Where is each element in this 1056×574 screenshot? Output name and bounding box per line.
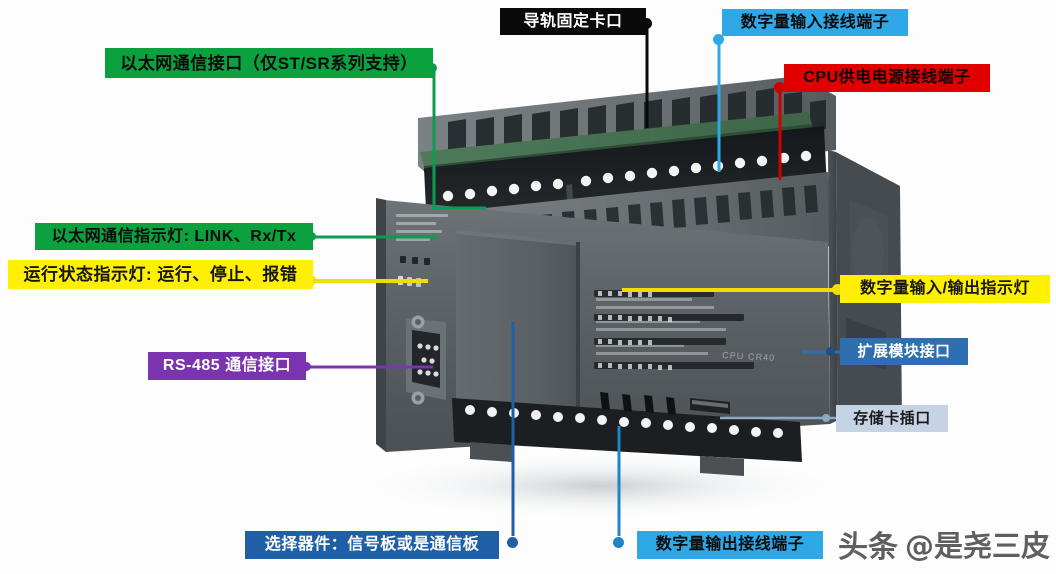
lead-dot-memory-card-slot: [822, 414, 830, 422]
lead-dot-digital-output-terminals: [613, 537, 624, 548]
callout-digital-input-terminals[interactable]: 数字量输入接线端子: [722, 9, 908, 36]
callout-digital-output-terminals[interactable]: 数字量输出接线端子: [637, 531, 823, 559]
lead-optional-signal-board: [511, 322, 515, 536]
lead-run-status-leds: [312, 279, 428, 283]
lead-cpu-power-terminals: [778, 86, 782, 180]
lead-dot-digital-input-terminals: [713, 34, 724, 45]
lead-digital-input-terminals: [717, 38, 721, 172]
lead-expansion-module-port: [802, 350, 844, 354]
lead-memory-card-slot: [720, 416, 836, 420]
callout-ethernet-leds[interactable]: 以太网通信指示灯: LINK、Rx/Tx: [35, 223, 313, 250]
lead-din-rail-latch: [645, 22, 649, 128]
lead-dot-optional-signal-board: [507, 537, 518, 548]
callout-cpu-power-terminals[interactable]: CPU供电电源接线端子: [784, 64, 990, 92]
callout-expansion-module-port[interactable]: 扩展模块接口: [840, 338, 968, 365]
lead-ethernet-leds: [312, 235, 438, 239]
lead-dot-rs485-port: [302, 362, 311, 371]
lead-ethernet-port: [432, 66, 486, 210]
lead-io-indicator-leds: [622, 288, 838, 292]
callout-run-status-leds[interactable]: 运行状态指示灯: 运行、停止、报错: [8, 260, 313, 289]
lead-dot-din-rail-latch: [641, 18, 652, 29]
watermark: 头条 @是尧三皮: [838, 522, 1050, 566]
callout-rs485-port[interactable]: RS-485 通信接口: [148, 352, 306, 380]
watermark-handle: @是尧三皮: [904, 529, 1050, 563]
callout-ethernet-port[interactable]: 以太网通信接口（仅ST/SR系列支持）: [105, 48, 433, 78]
lead-dot-expansion-module-port: [826, 347, 835, 356]
lead-dot-cpu-power-terminals: [774, 82, 785, 93]
callout-memory-card-slot[interactable]: 存储卡插口: [836, 405, 948, 432]
callout-optional-signal-board[interactable]: 选择器件：信号板或是通信板: [245, 531, 499, 559]
lead-digital-output-terminals: [617, 426, 621, 536]
callout-io-indicator-leds[interactable]: 数字量输入/输出指示灯: [840, 275, 1050, 303]
callout-din-rail-latch[interactable]: 导轨固定卡口: [500, 8, 646, 35]
lead-rs485-port: [307, 365, 433, 369]
watermark-brand: 头条: [837, 530, 898, 565]
svg-text:CPU CR40: CPU CR40: [722, 350, 776, 363]
lead-dot-io-indicator-leds: [832, 284, 843, 295]
